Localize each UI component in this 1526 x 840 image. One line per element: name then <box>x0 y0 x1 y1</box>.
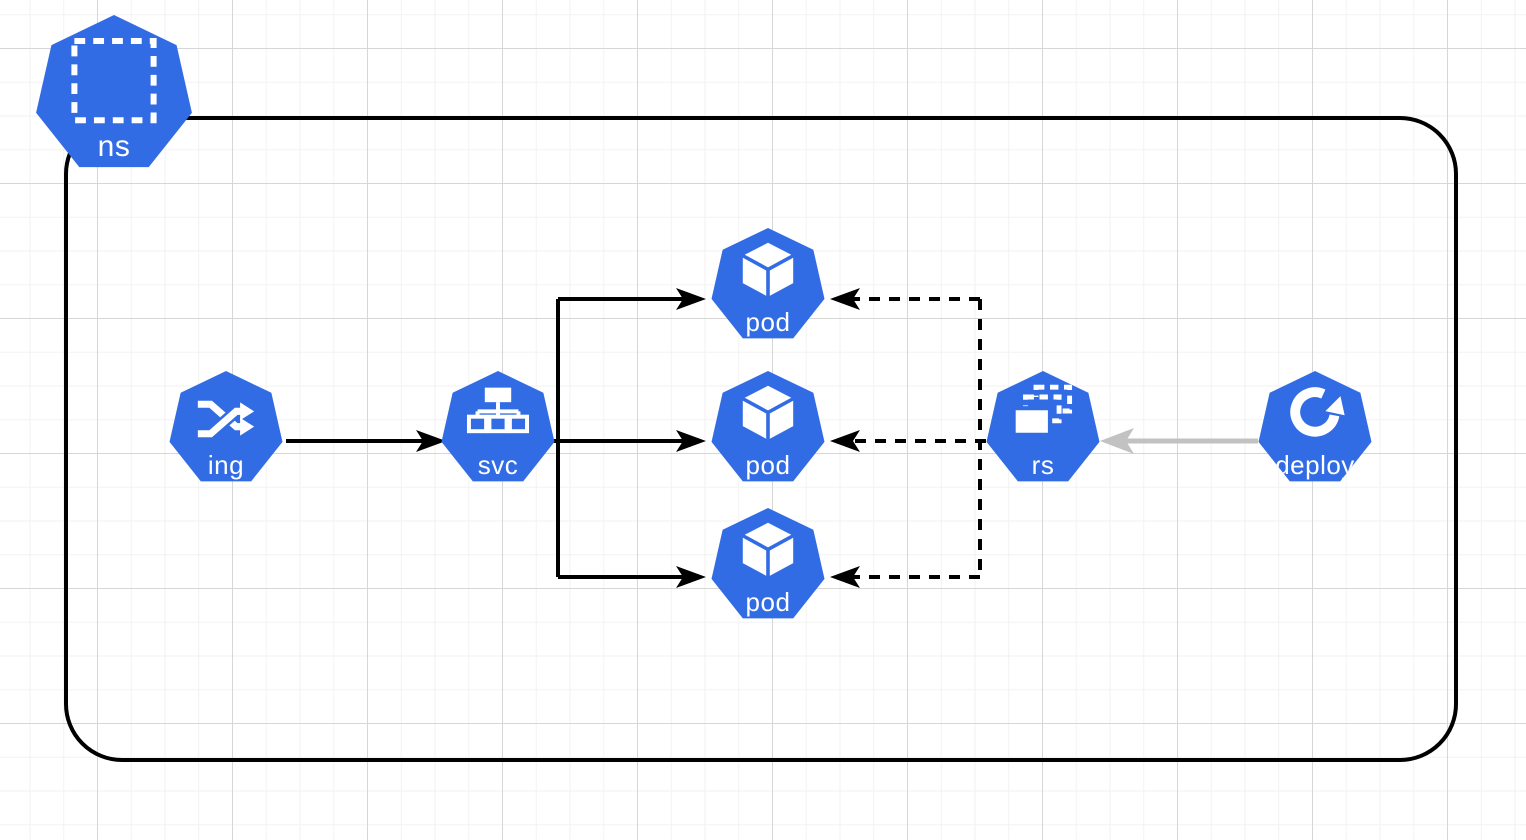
node-label: ns <box>97 130 131 163</box>
stacked-rectangles-icon <box>1011 384 1073 437</box>
node-pod-3[interactable]: pod <box>711 508 825 619</box>
cube-icon <box>741 385 795 440</box>
node-label: deploy <box>1275 450 1355 480</box>
node-label: pod <box>745 450 791 480</box>
node-label: pod <box>745 587 791 617</box>
shuffle-arrows-icon <box>197 400 255 439</box>
node-label: ing <box>207 450 245 480</box>
cube-icon <box>741 242 795 297</box>
node-label: svc <box>477 450 519 480</box>
node-pod-2[interactable]: pod <box>711 371 825 482</box>
namespace-boundary[interactable] <box>64 116 1458 762</box>
node-replicaset[interactable]: rs <box>986 371 1100 482</box>
node-ingress[interactable]: ing <box>169 371 283 482</box>
node-label: pod <box>745 307 791 337</box>
dashed-square-icon <box>71 37 157 124</box>
node-namespace[interactable]: ns <box>36 15 192 168</box>
network-tree-icon <box>466 387 530 434</box>
cube-icon <box>741 522 795 577</box>
node-deployment[interactable]: deploy <box>1258 371 1372 482</box>
node-label: rs <box>1031 450 1055 480</box>
circular-arrow-icon <box>1290 387 1345 437</box>
node-pod-1[interactable]: pod <box>711 228 825 339</box>
node-service[interactable]: svc <box>441 371 555 482</box>
